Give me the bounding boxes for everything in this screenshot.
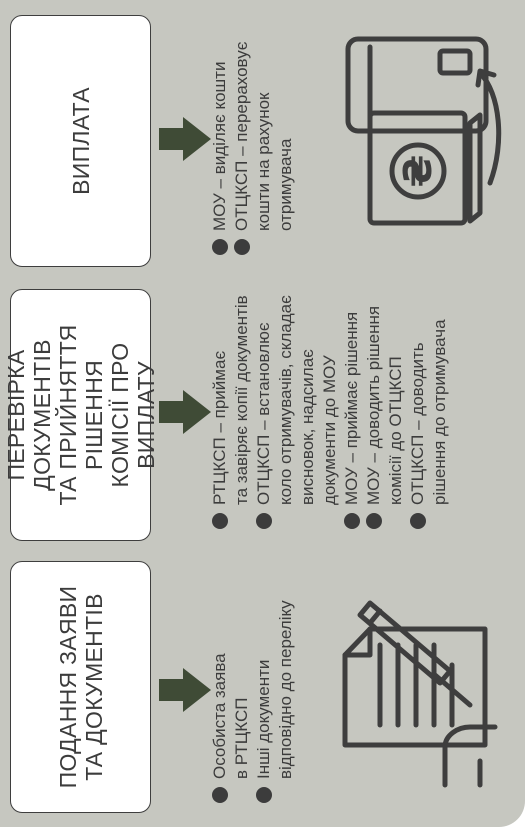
stage-3-bullet-list: МОУ – виділяє кошти ОТЦКСП – перераховує… xyxy=(209,42,297,255)
stage-3-bullet: МОУ – виділяє кошти xyxy=(209,42,231,255)
stage-2-bullet-list: РТЦКСП – приймає та завіряє копії докуме… xyxy=(209,295,451,529)
bullet-dot xyxy=(212,787,228,803)
bullet-dot xyxy=(410,513,426,529)
stage-2-bullet: РТЦКСП – приймає та завіряє копії докуме… xyxy=(209,295,253,529)
stage-2-bullet: МОУ – доводить рішення комісії до ОТЦКСП xyxy=(363,295,407,529)
bullet-dot xyxy=(212,513,228,529)
stage-3-down-arrow-icon xyxy=(159,117,211,161)
bullet-dot xyxy=(256,513,272,529)
bullet-dot xyxy=(344,513,360,529)
hryvnia-symbol: ₴ xyxy=(396,155,440,188)
stage-2-title: ПЕРЕВІРКА ДОКУМЕНТІВ ТА ПРИЙНЯТТЯ РІШЕНН… xyxy=(3,289,159,541)
stage-1-title: ПОДАННЯ ЗАЯВИ ТА ДОКУМЕНТІВ xyxy=(10,561,151,813)
stage-1-down-arrow-icon xyxy=(159,668,211,712)
stage-2-bullet: ОТЦКСП – доводить рішення до отримувача xyxy=(407,295,451,529)
stage-3-bullet: ОТЦКСП – перераховує кошти на рахунок от… xyxy=(231,42,297,255)
hand-signing-document-icon xyxy=(342,600,498,788)
stage-1-bullet-list: Особиста заява в РТЦКСП Інші документи в… xyxy=(209,600,297,803)
stage-1-bullet: Особиста заява в РТЦКСП xyxy=(209,600,253,803)
stage-2-bullet: ОТЦКСП – встановлює коло отримувачів, ск… xyxy=(253,295,341,529)
stage-1-bullet: Інші документи відповідно до переліку xyxy=(253,600,297,803)
bullet-dot xyxy=(366,513,382,529)
hryvnia-cash-and-card-icon: ₴ xyxy=(345,36,502,226)
bullet-dot xyxy=(212,239,228,255)
stage-2-down-arrow-icon xyxy=(159,390,211,434)
stage-2-bullet: МОУ – приймає рішення xyxy=(341,295,363,529)
stage-3-title: ВИПЛАТА xyxy=(10,15,151,267)
bullet-dot xyxy=(234,239,250,255)
bullet-dot xyxy=(256,787,272,803)
